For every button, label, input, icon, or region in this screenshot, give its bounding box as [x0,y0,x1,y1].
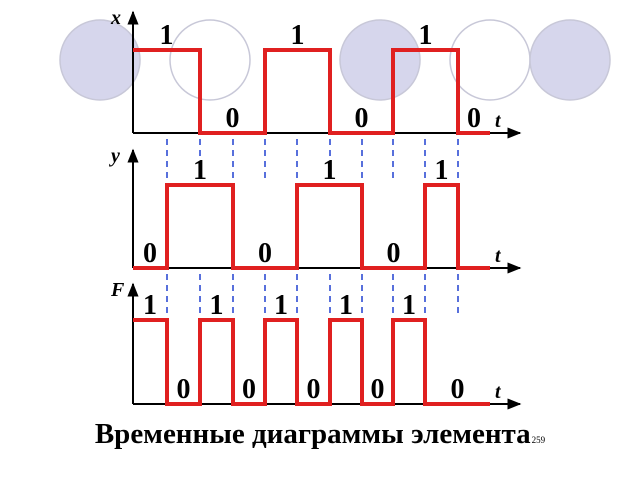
time-label: t [495,110,502,132]
time-label: t [495,245,502,267]
decorative-circle [59,19,141,101]
level-label: 1 [339,290,353,321]
level-label: 1 [323,155,337,186]
level-label: 0 [143,238,157,269]
decorative-circle [339,19,421,101]
level-label: 1 [435,155,449,186]
level-label: 0 [177,374,191,405]
level-label: 1 [402,290,416,321]
level-label: 1 [419,20,433,51]
level-label: 1 [160,20,174,51]
axis-label-F: F [110,279,125,301]
level-label: 0 [467,103,481,134]
caption-text: Временные диаграммы элемента [94,418,531,450]
axis-label-x: x [110,7,121,29]
level-label: 0 [451,374,465,405]
time-label: t [495,381,502,403]
level-label: 0 [371,374,385,405]
signal-waveform [133,183,490,270]
slide-number: 259 [531,435,546,445]
level-label: 0 [258,238,272,269]
diagram-x: x t 1 0 1 0 1 0 [110,7,522,139]
level-label: 0 [355,103,369,134]
level-label: 0 [226,103,240,134]
signal-waveform [133,318,490,406]
level-label: 1 [274,290,288,321]
level-label: 0 [307,374,321,405]
signal-waveform [133,48,490,135]
diagram-F: Ft 1 0 1 0 1 0 1 0 1 0 [110,274,522,410]
decorative-circle [169,19,251,101]
axis-label-y: y [109,145,120,167]
level-label: 0 [242,374,256,405]
level-label: 1 [291,20,305,51]
level-label: 0 [387,238,401,269]
level-label: 1 [193,155,207,186]
decorative-circle [529,19,611,101]
slide-caption: Временные диаграммы элемента259 [0,418,640,451]
level-label: 1 [210,290,224,321]
level-label: 1 [143,290,157,321]
diagram-y: y t 0 1 0 1 0 1 [109,139,522,274]
